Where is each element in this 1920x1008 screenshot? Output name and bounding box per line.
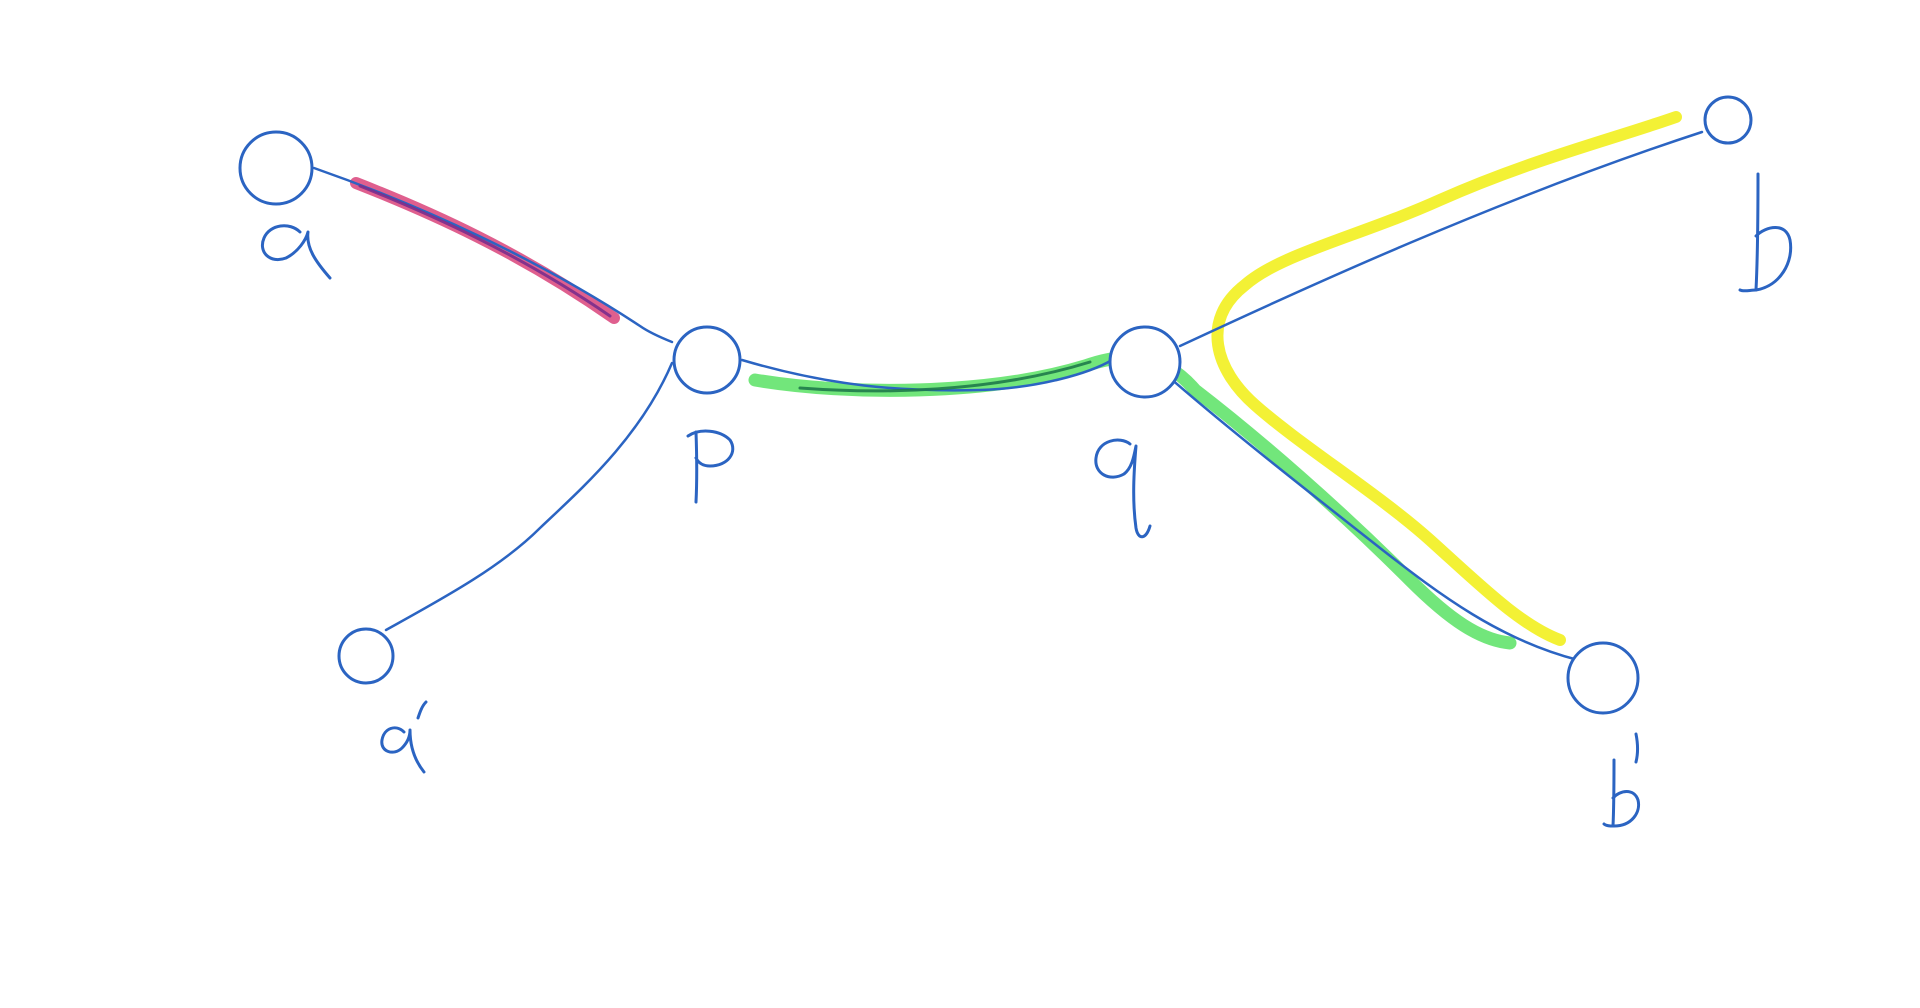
node-q (1108, 325, 1182, 399)
node-p (672, 325, 742, 395)
node-a (238, 130, 314, 206)
svg-text:a: a (270, 244, 271, 246)
svg-text:a′: a′ (385, 744, 387, 746)
label-p: p (686, 429, 735, 504)
highlight-green-core (798, 360, 1092, 393)
node-aprime (337, 627, 395, 685)
node-bprime (1566, 641, 1640, 715)
node-b (1703, 95, 1753, 145)
edge-q-bprime (1168, 376, 1580, 662)
highlight-pink-core (358, 184, 612, 318)
edge-q-b (1178, 130, 1704, 348)
label-q: q (1094, 438, 1152, 539)
highlight-pink-a-p (350, 177, 620, 324)
label-a: a (261, 224, 332, 280)
highlight-yellow-b-q-bprime (1211, 111, 1682, 646)
svg-text:b′: b′ (1630, 799, 1632, 801)
label-b: b (1738, 172, 1793, 293)
edge-p-q (740, 358, 1114, 392)
label-bprime: b′ (1602, 732, 1641, 828)
svg-text:b: b (1760, 249, 1761, 251)
edge-aprime-p (384, 361, 674, 632)
label-aprime: a′ (380, 700, 428, 774)
